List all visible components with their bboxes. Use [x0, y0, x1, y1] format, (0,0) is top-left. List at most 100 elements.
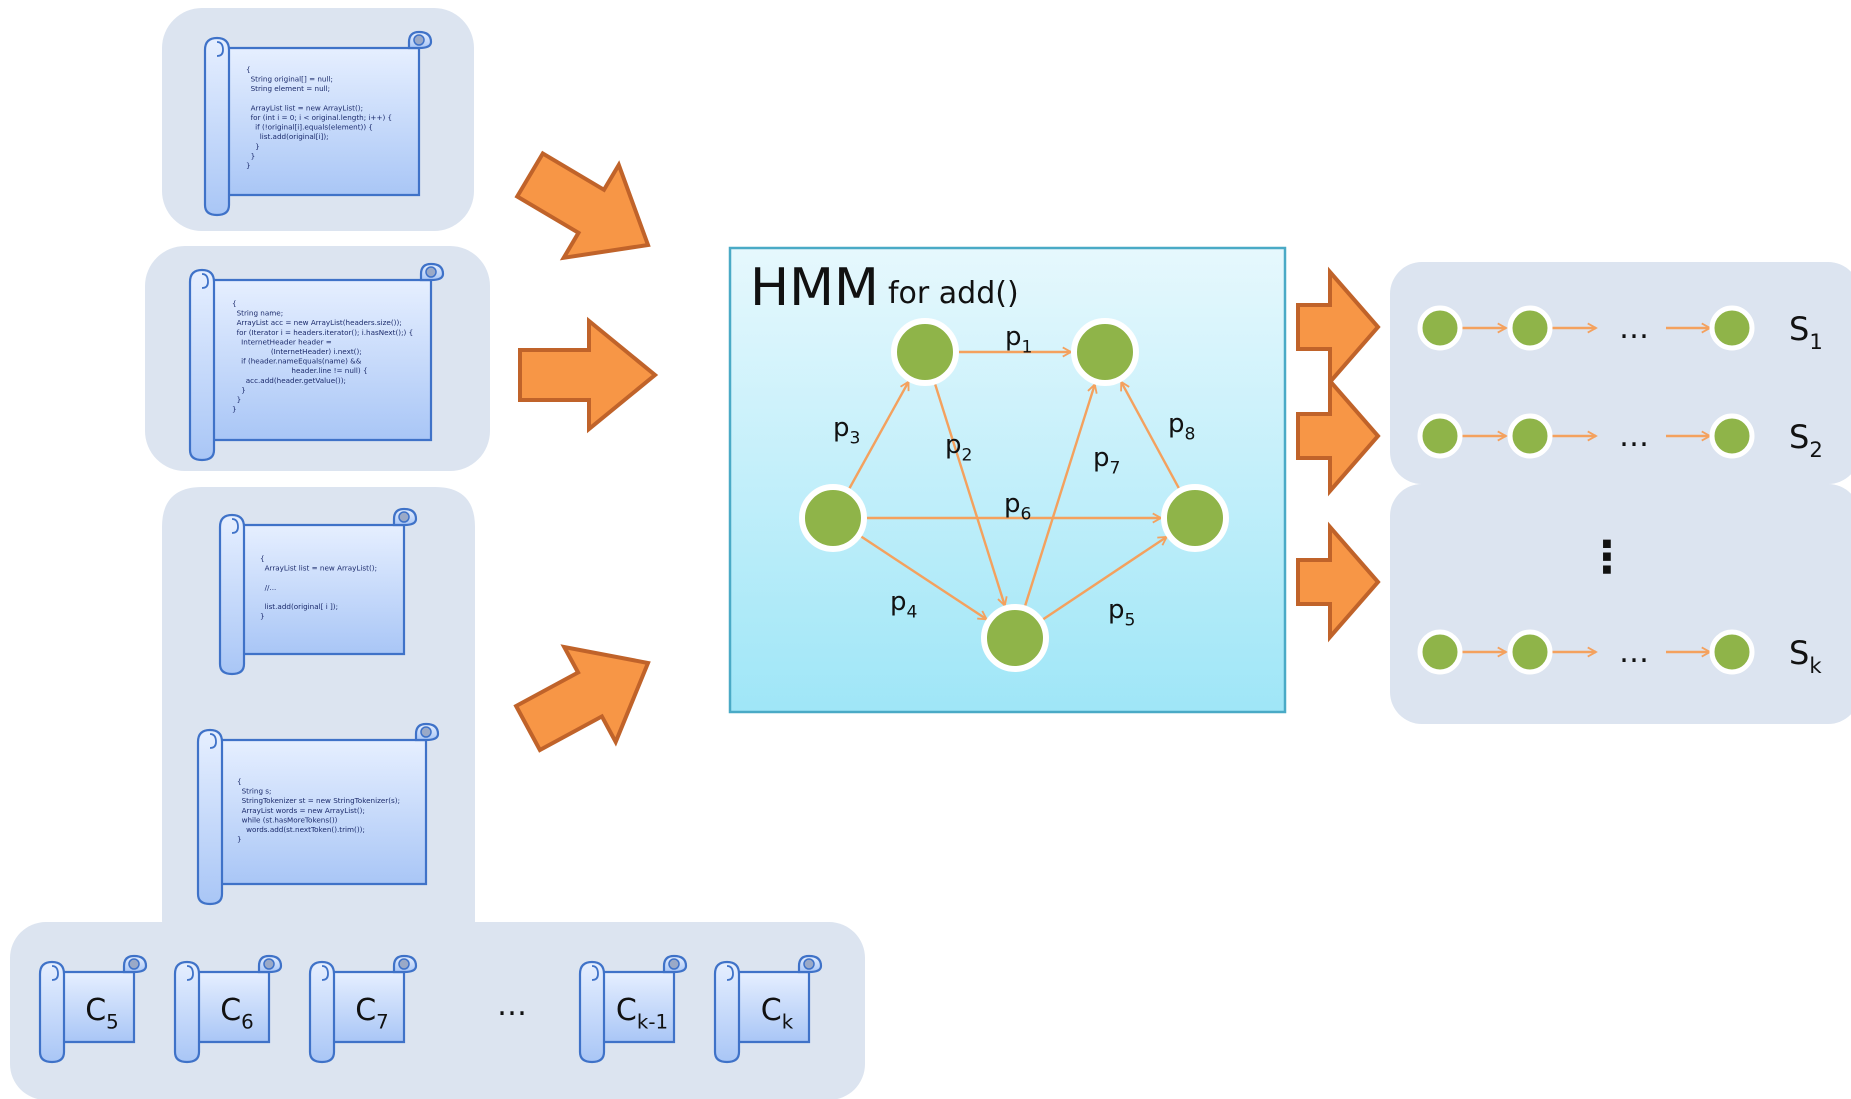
code-line: String original[] = null; — [246, 75, 333, 84]
transition-edge — [847, 382, 910, 490]
transition-label: p7 — [1093, 443, 1120, 478]
code-line: } — [246, 142, 260, 151]
transition-edge — [1023, 384, 1095, 607]
sequence-label-sub: 1 — [1809, 329, 1822, 354]
flow-arrow-code-1 — [514, 150, 651, 261]
clone-label-sub: 7 — [376, 1010, 389, 1033]
clone-scroll-1: C5 — [38, 954, 148, 1064]
clone-label: C7 — [355, 993, 389, 1033]
code-line: acc.add(header.getValue()); — [232, 376, 346, 385]
clone-ellipsis: … — [497, 988, 527, 1023]
transition-label-sub: 2 — [962, 445, 973, 465]
code-line: header.line != null) { — [232, 366, 368, 375]
code-line: String name; — [232, 309, 283, 318]
code-line: String s; — [237, 787, 271, 796]
sequence-node — [1417, 629, 1463, 675]
sequence-row: … S1 — [1417, 305, 1823, 354]
sequence-node — [1709, 413, 1755, 459]
sequence-node — [1417, 413, 1463, 459]
code-line: ArrayList acc = new ArrayList(headers.si… — [232, 318, 402, 327]
code-line: list.add(original[i]); — [246, 132, 329, 141]
code-line: StringTokenizer st = new StringTokenizer… — [237, 796, 400, 805]
transition-label: p8 — [1168, 409, 1195, 444]
transition-label: p1 — [1005, 322, 1032, 357]
clone-label: Ck-1 — [616, 993, 668, 1033]
hmm-state-node — [799, 484, 867, 552]
code-scroll-2: { String name; ArrayList acc = new Array… — [188, 262, 445, 462]
clone-label-sub: 6 — [241, 1010, 254, 1033]
transition-edge — [933, 383, 1005, 605]
transition-label-base: p — [1004, 489, 1021, 519]
sequence-layer: …S1…S2…Sk — [1417, 305, 1823, 678]
flow-arrow-seq-2 — [1296, 375, 1381, 497]
transition-label-sub: 6 — [1021, 504, 1032, 524]
code-line: String element = null; — [246, 84, 330, 93]
code-line: (InternetHeader) i.next(); — [232, 347, 362, 356]
transition-label-sub: 3 — [850, 428, 861, 448]
transition-label-base: p — [1168, 409, 1185, 439]
scroll-layer: { String original[] = null; String eleme… — [38, 30, 823, 1064]
code-line: { — [232, 299, 237, 308]
hmm-title: HMM — [750, 258, 879, 318]
clone-label: Ck — [761, 993, 794, 1033]
sequence-label-base: S — [1789, 310, 1809, 348]
flow-arrow-seq-k — [1296, 521, 1381, 643]
code-line: } — [232, 405, 237, 414]
hmm-state-node — [1071, 318, 1139, 386]
code-line: } — [232, 395, 241, 404]
sequence-label-base: S — [1789, 418, 1809, 456]
transition-label-sub: 1 — [1022, 337, 1033, 357]
clone-panel — [10, 922, 865, 1099]
code-line: if (!original[i].equals(element)) { — [246, 123, 373, 132]
code-line: words.add(st.nextToken().trim()); — [237, 825, 365, 834]
clone-label-base: C — [355, 993, 376, 1028]
sequence-label: Sk — [1789, 634, 1822, 678]
code-line: ArrayList list = new ArrayList(); — [260, 564, 377, 573]
transition-label-sub: 8 — [1185, 424, 1196, 444]
clone-label-sub: k — [782, 1010, 794, 1033]
transition-label-base: p — [890, 587, 907, 617]
transition-label-base: p — [945, 430, 962, 460]
sequence-label-base: S — [1789, 634, 1809, 672]
sequence-label: S2 — [1789, 418, 1823, 462]
clone-label-sub: k-1 — [637, 1010, 668, 1033]
code-line: { — [237, 777, 242, 786]
sequence-label-sub: k — [1809, 653, 1822, 678]
code-line: //... — [260, 583, 276, 592]
transition-edge — [859, 535, 987, 619]
transition-label-base: p — [1093, 443, 1110, 473]
code-line: ArrayList words = new ArrayList(); — [237, 806, 365, 815]
transition-edge — [1041, 537, 1166, 621]
hmm-state-node — [891, 318, 959, 386]
code-line: if (header.nameEquals(name) && — [232, 357, 362, 366]
transition-label: p5 — [1108, 595, 1135, 630]
vertical-ellipsis: ⋮ — [1585, 532, 1629, 583]
transition-label: p4 — [890, 587, 917, 622]
clone-scroll-3: C7 — [308, 954, 418, 1064]
code-line: { — [246, 65, 251, 74]
transition-label: p3 — [833, 413, 860, 448]
clone-label: C5 — [85, 993, 119, 1033]
sequence-ellipsis: … — [1619, 635, 1649, 670]
flow-arrow-seq-1 — [1296, 266, 1381, 388]
sequence-ellipsis: … — [1619, 311, 1649, 346]
clone-scroll-4: Ck-1 — [578, 954, 688, 1064]
sequence-node — [1507, 629, 1553, 675]
transition-label-sub: 7 — [1110, 458, 1121, 478]
code-line: } — [246, 151, 255, 160]
transition-label-sub: 5 — [1125, 610, 1136, 630]
sequence-node — [1709, 305, 1755, 351]
sequence-row: … Sk — [1417, 629, 1822, 678]
transition-label: p6 — [1004, 489, 1031, 524]
code-line: } — [260, 612, 265, 621]
sequence-node — [1507, 305, 1553, 351]
sequence-label: S1 — [1789, 310, 1823, 354]
transition-edge — [1120, 382, 1181, 490]
clone-scroll-5: Ck — [713, 954, 823, 1064]
clone-label-base: C — [85, 993, 106, 1028]
clone-label-base: C — [761, 993, 782, 1028]
code-line: while (st.hasMoreTokens()) — [237, 815, 338, 824]
code-line: ArrayList list = new ArrayList(); — [246, 103, 363, 112]
code-line: for (int i = 0; i < original.length; i++… — [246, 113, 392, 122]
